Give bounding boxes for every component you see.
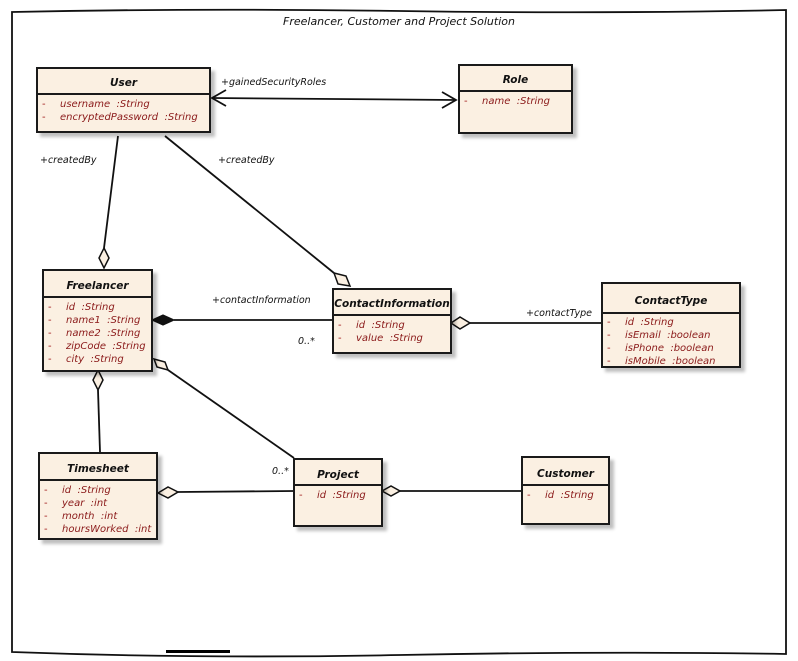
class-role[interactable]: Role -name :String (458, 64, 573, 134)
aggregation-diamond-icon (156, 486, 180, 499)
class-contact-information[interactable]: ContactInformation -id :String -value :S… (332, 288, 452, 354)
class-name: Timesheet (40, 454, 156, 481)
association-user-contactinformation[interactable] (164, 135, 352, 287)
attribute: -city :String (48, 354, 124, 365)
attribute-list: -id :String -year :int -month :int -hour… (40, 481, 156, 536)
attribute: -zipCode :String (48, 341, 146, 352)
aggregation-diamond-icon (449, 316, 472, 330)
aggregation-diamond-icon (92, 368, 104, 392)
class-name: User (38, 69, 209, 95)
attribute: -year :int (44, 498, 108, 509)
class-contact-type[interactable]: ContactType -id :String -isEmail :boolea… (601, 282, 741, 368)
association-freelancer-contactinformation[interactable] (150, 314, 332, 326)
class-name: ContactType (603, 284, 739, 314)
association-project-customer[interactable] (380, 485, 522, 497)
attribute-list: -id :String (523, 486, 608, 502)
class-project[interactable]: Project -id :String (293, 458, 383, 527)
arrowhead-icon (441, 91, 458, 109)
attribute: -value :String (338, 333, 423, 344)
label-created-by-freelancer: +createdBy (40, 155, 97, 166)
attribute-list: -username :String -encryptedPassword :St… (38, 95, 209, 124)
attribute-list: -id :String -isEmail :boolean -isPhone :… (603, 314, 739, 368)
label-contact-type: +contactType (526, 308, 592, 319)
attribute: -isMobile :boolean (607, 356, 716, 367)
attribute: -id :String (338, 320, 405, 331)
multiplicity-contact-information: 0..* (298, 336, 315, 347)
attribute: -name1 :String (48, 315, 141, 326)
attribute: -hoursWorked :int (44, 524, 152, 535)
diagram-title: Freelancer, Customer and Project Solutio… (283, 15, 515, 28)
attribute-list: -name :String (460, 92, 571, 108)
class-timesheet[interactable]: Timesheet -id :String -year :int -month … (38, 452, 158, 540)
attribute: -isEmail :boolean (607, 330, 711, 341)
attribute: -encryptedPassword :String (42, 112, 198, 123)
association-timesheet-project[interactable] (156, 486, 295, 499)
label-contact-information: +contactInformation (212, 295, 311, 306)
composition-diamond-icon (150, 314, 176, 326)
attribute: -id :String (527, 490, 594, 501)
label-created-by-contactinfo: +createdBy (218, 155, 275, 166)
association-freelancer-project[interactable] (152, 357, 295, 459)
class-name: Role (460, 66, 571, 92)
label-gained-security-roles: +gainedSecurityRoles (221, 77, 327, 88)
arrowhead-icon (210, 89, 227, 107)
aggregation-diamond-icon (152, 357, 170, 372)
attribute: -isPhone :boolean (607, 343, 714, 354)
attribute: -name2 :String (48, 328, 141, 339)
attribute: -id :String (44, 485, 111, 496)
class-name: ContactInformation (334, 290, 450, 316)
class-name: Freelancer (44, 271, 151, 298)
class-customer[interactable]: Customer -id :String (521, 456, 610, 525)
attribute: -username :String (42, 99, 150, 110)
attribute: -id :String (48, 302, 115, 313)
aggregation-diamond-icon (98, 246, 110, 270)
attribute: -id :String (607, 317, 674, 328)
association-contactinformation-contacttype[interactable] (449, 316, 602, 330)
class-name: Customer (523, 458, 608, 486)
multiplicity-project: 0..* (272, 466, 289, 477)
class-freelancer[interactable]: Freelancer -id :String -name1 :String -n… (42, 269, 153, 372)
association-user-role[interactable] (210, 89, 458, 109)
aggregation-diamond-icon (332, 271, 352, 287)
class-name: Project (295, 460, 381, 486)
attribute-list: -id :String -value :String (334, 316, 450, 345)
aggregation-diamond-icon (380, 485, 402, 497)
attribute: -id :String (299, 490, 366, 501)
attribute-list: -id :String (295, 486, 381, 502)
attribute-list: -id :String -name1 :String -name2 :Strin… (44, 298, 151, 366)
class-user[interactable]: User -username :String -encryptedPasswor… (36, 67, 211, 133)
association-freelancer-timesheet[interactable] (92, 368, 104, 453)
association-user-freelancer[interactable] (98, 135, 119, 270)
attribute: -name :String (464, 96, 550, 107)
attribute: -month :int (44, 511, 118, 522)
